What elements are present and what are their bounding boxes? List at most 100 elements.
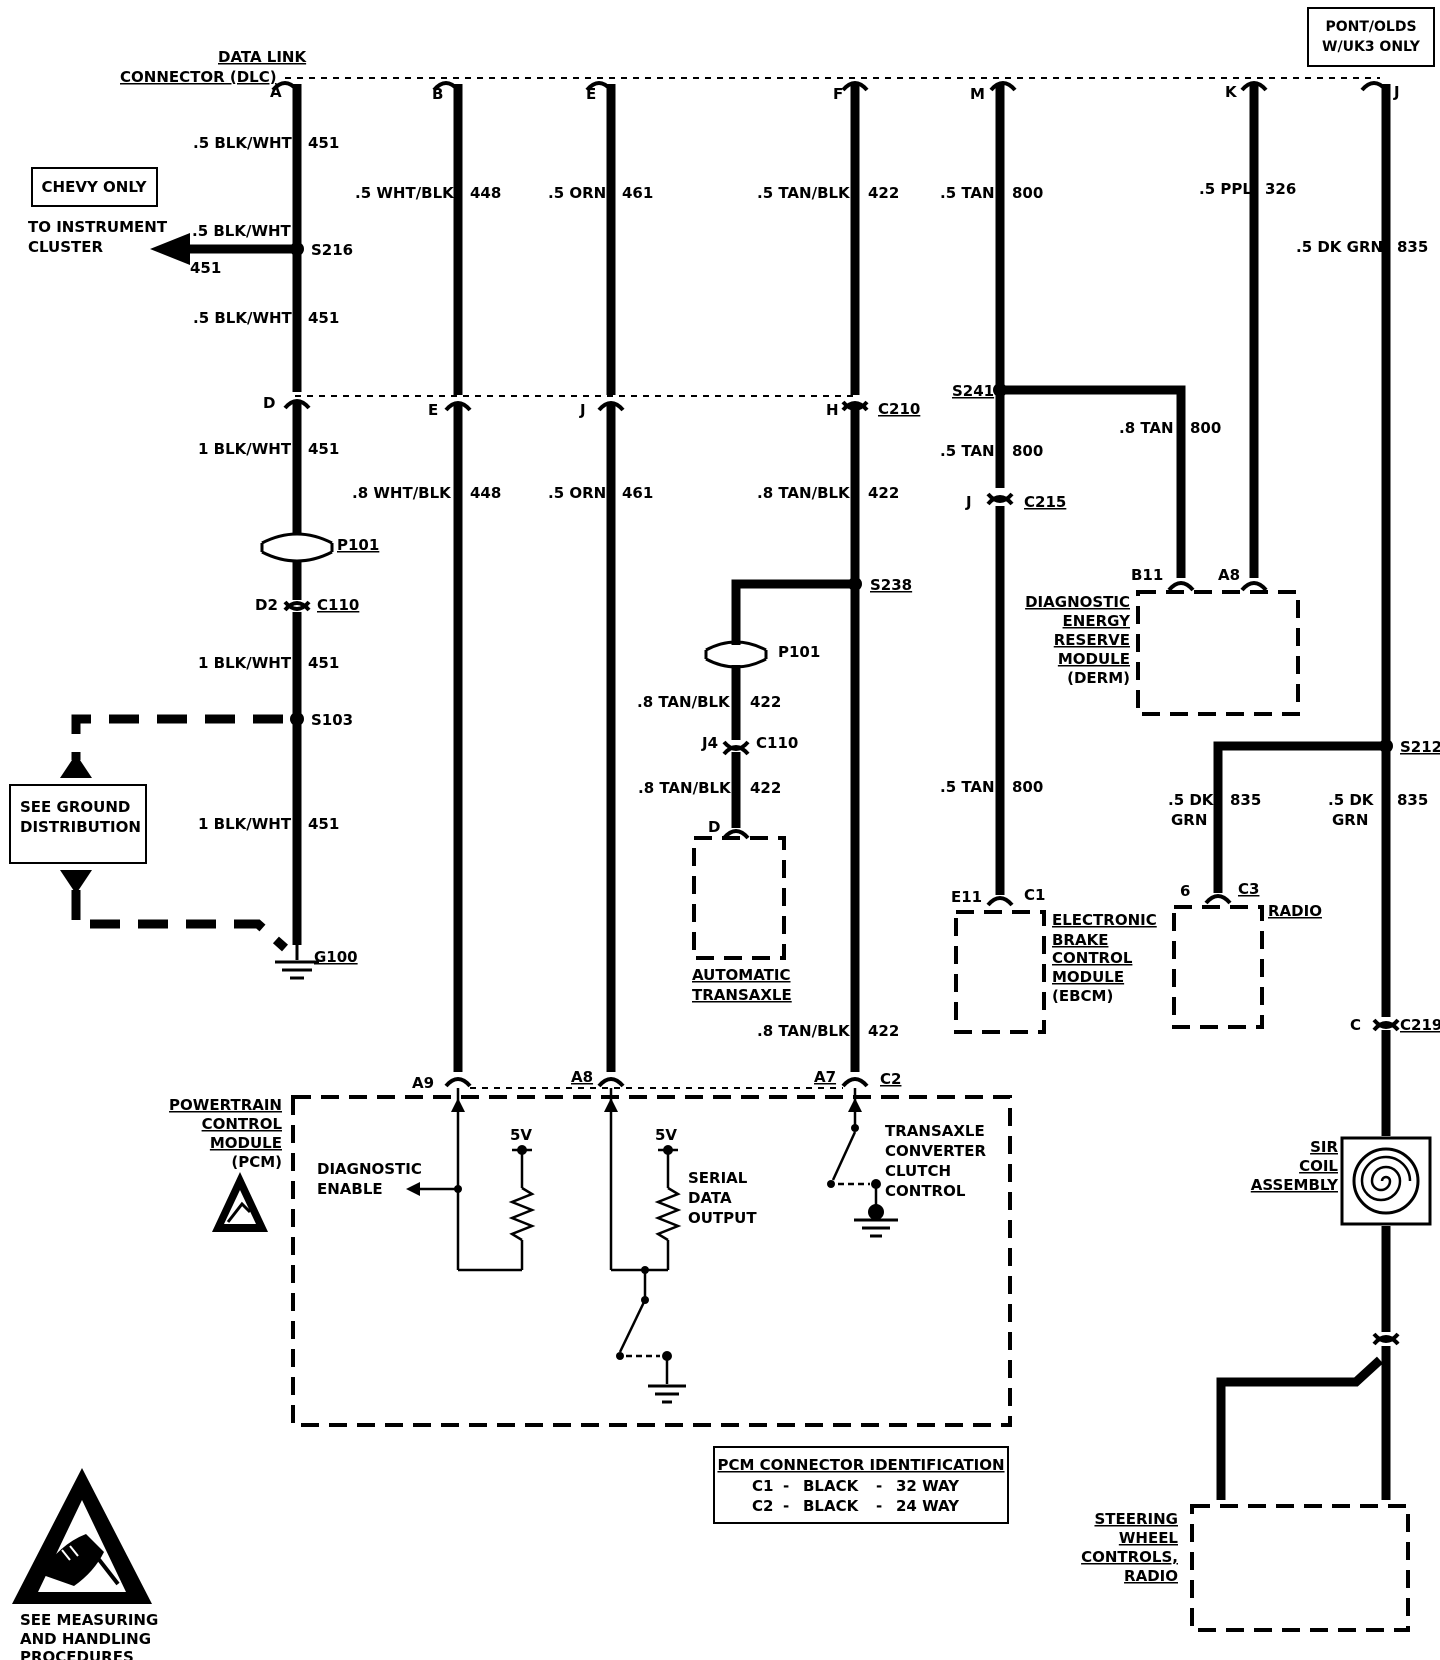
- pcm-3: MODULE: [210, 1134, 282, 1152]
- pcm-conn-r1-d1: -: [783, 1477, 789, 1495]
- diag-enable-2: ENABLE: [317, 1180, 383, 1198]
- s238-label: S238: [870, 576, 912, 594]
- wire-f2: .8 TAN/BLK: [757, 484, 851, 502]
- s212-label: S212: [1400, 738, 1440, 756]
- wire-e1-num: 461: [622, 184, 653, 202]
- pcm-conn-r1-color: BLACK: [803, 1477, 860, 1495]
- auto-trans-2: TRANSAXLE: [692, 986, 792, 1004]
- wire-k1-num: 326: [1265, 180, 1296, 198]
- pcm-conn-r2-way: 24 WAY: [896, 1497, 960, 1515]
- six-label: 6: [1180, 882, 1190, 900]
- derm-2: ENERGY: [1063, 612, 1132, 630]
- derm-3: RESERVE: [1054, 631, 1130, 649]
- wire-f5: .8 TAN/BLK: [757, 1022, 851, 1040]
- wire-j3-num: 835: [1397, 791, 1428, 809]
- esd-note-1: SEE MEASURING: [20, 1611, 158, 1629]
- pcm-pin-a8: A8: [571, 1068, 593, 1086]
- to-cluster-1: TO INSTRUMENT: [28, 218, 168, 236]
- wire-b2: .8 WHT/BLK: [352, 484, 452, 502]
- wire-j3a: .5 DK: [1328, 791, 1375, 809]
- wire-a5: 1 BLK/WHT: [198, 654, 292, 672]
- auto-transaxle-box: [692, 836, 786, 960]
- pcm-conn-r2-d2: -: [876, 1497, 882, 1515]
- pin-d-mid: D: [263, 394, 275, 412]
- j-c215-label: J: [965, 493, 972, 511]
- wire-m2: .5 TAN: [940, 442, 995, 460]
- radio-box: [1172, 905, 1264, 1029]
- c219-label: C219: [1400, 1016, 1440, 1034]
- wire-a6: 1 BLK/WHT: [198, 815, 292, 833]
- steering-wheel-controls-box: [1190, 1504, 1410, 1632]
- wire-j3b: GRN: [1332, 811, 1368, 829]
- ebcm-5: (EBCM): [1052, 987, 1113, 1005]
- sir-1: SIR: [1310, 1138, 1338, 1156]
- wire-f5-num: 422: [868, 1022, 899, 1040]
- pin-b: B: [432, 85, 443, 103]
- wire-a3: .5 BLK/WHT: [193, 309, 293, 327]
- s216-label: S216: [311, 241, 353, 259]
- wire-a5-num: 451: [308, 654, 339, 672]
- pont-olds-line1: PONT/OLDS: [1325, 19, 1416, 35]
- diag-enable-1: DIAGNOSTIC: [317, 1160, 422, 1178]
- s103-label: S103: [311, 711, 353, 729]
- cluster-arrow: [150, 233, 190, 265]
- swc-2: WHEEL: [1119, 1529, 1179, 1547]
- pcm-pin-c2: C2: [880, 1070, 901, 1088]
- c1-label: C1: [1024, 886, 1045, 904]
- wire-f3: .8 TAN/BLK: [637, 693, 731, 711]
- p101-grommet-b: [704, 640, 768, 669]
- pin-h-mid: H: [826, 401, 839, 419]
- ebcm-4: MODULE: [1052, 968, 1124, 986]
- wire-a4: 1 BLK/WHT: [198, 440, 292, 458]
- wire-j2-num: 835: [1230, 791, 1261, 809]
- wire-f4-num: 422: [750, 779, 781, 797]
- c110b-label: C110: [756, 734, 798, 752]
- wire-e2: .5 ORN: [548, 484, 606, 502]
- ebcm-3: CONTROL: [1052, 949, 1133, 967]
- pcm-conn-r1-d2: -: [876, 1477, 882, 1495]
- derm-1: DIAGNOSTIC: [1025, 593, 1130, 611]
- wire-j1-num: 835: [1397, 238, 1428, 256]
- svg-text:CHEVY ONLY: CHEVY ONLY: [42, 178, 148, 196]
- d-label: D: [708, 818, 720, 836]
- auto-trans-1: AUTOMATIC: [692, 966, 791, 984]
- pont-olds-line2: W/UK3 ONLY: [1322, 39, 1421, 55]
- wire-m1: .5 TAN: [940, 184, 995, 202]
- pin-a: A: [270, 83, 282, 101]
- radio-branch: [1213, 741, 1386, 893]
- tcc-1: TRANSAXLE: [885, 1122, 985, 1140]
- serial-data-circuit: [604, 1088, 686, 1404]
- pin-e-mid: E: [428, 401, 438, 419]
- e11-label: E11: [951, 888, 982, 906]
- pcm-conn-r2-d1: -: [783, 1497, 789, 1515]
- tcc-circuit: [827, 1088, 898, 1238]
- p101-grommet: [260, 532, 334, 563]
- derm-box: [1136, 590, 1300, 716]
- serial-3: OUTPUT: [688, 1209, 757, 1227]
- tcc-3: CLUTCH: [885, 1162, 951, 1180]
- wire-a2-num: 451: [190, 259, 221, 277]
- pcm-2: CONTROL: [202, 1115, 283, 1133]
- chevy-only-box: CHEVY ONLY: [31, 167, 158, 207]
- pcm-conn-r1-way: 32 WAY: [896, 1477, 960, 1495]
- c3-label: C3: [1238, 880, 1259, 898]
- esd-small-icon: [212, 1172, 268, 1232]
- derm-b11-branch: [1000, 385, 1186, 578]
- v2-label: 5V: [655, 1126, 677, 1144]
- derm-4: MODULE: [1058, 650, 1130, 668]
- radio-label: RADIO: [1268, 902, 1322, 920]
- wire-m4: .8 TAN: [1119, 419, 1174, 437]
- pin-k: K: [1225, 83, 1238, 101]
- swc-branch: [1216, 1356, 1384, 1500]
- wire-f2-num: 422: [868, 484, 899, 502]
- wire-m3-num: 800: [1012, 778, 1043, 796]
- pin-j-mid: J: [579, 401, 586, 419]
- c110-label: C110: [317, 596, 359, 614]
- pcm-conn-r2-id: C2: [752, 1497, 773, 1515]
- to-cluster-2: CLUSTER: [28, 238, 103, 256]
- ground-dist-lower: [71, 890, 288, 952]
- pcm-1: POWERTRAIN: [169, 1096, 282, 1114]
- diag-enable-circuit: [406, 1088, 536, 1272]
- p101-label: P101: [337, 536, 379, 554]
- c210-label: C210: [878, 400, 920, 418]
